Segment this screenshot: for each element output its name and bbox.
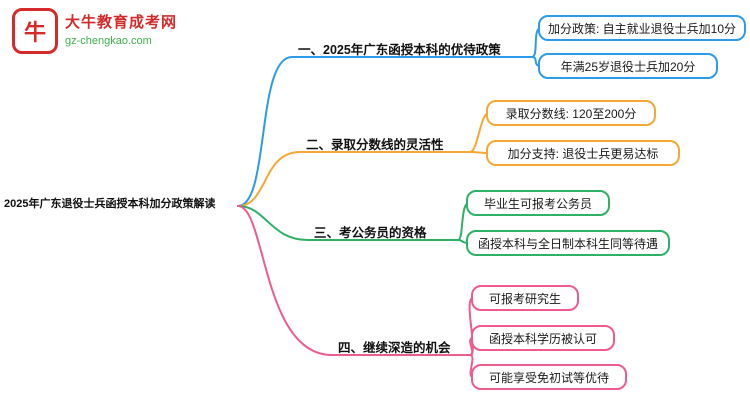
leaf-node-1a: 加分政策: 自主就业退役士兵加10分 [538, 15, 747, 41]
brand-name: 大牛教育成考网 [65, 14, 178, 31]
leaf-node-1b: 年满25岁退役士兵加20分 [538, 53, 718, 79]
leaf-node-3a: 毕业生可报考公务员 [466, 190, 610, 216]
brand-domain: gz-chengkao.com [65, 35, 152, 47]
leaf-node-4c: 可能享受免初试等优待 [471, 364, 627, 390]
branch2-connectors [237, 112, 490, 207]
branch-node-1: 一、2025年广东函授本科的优待政策 [298, 43, 501, 57]
site-logo: 牛 大牛教育成考网 gz-chengkao.com [12, 8, 177, 54]
branch-node-2: 二、录取分数线的灵活性 [306, 138, 444, 152]
leaf-node-2b: 加分支持: 退役士兵更易达标 [486, 140, 680, 166]
bull-logo-icon: 牛 [12, 8, 58, 54]
logo-text-block: 大牛教育成考网 gz-chengkao.com [65, 8, 177, 47]
root-node: 2025年广东退役士兵函授本科加分政策解读 [4, 198, 216, 210]
bull-glyph: 牛 [23, 20, 46, 45]
leaf-node-4a: 可报考研究生 [471, 285, 579, 311]
leaf-node-3b: 函授本科与全日制本科生同等待遇 [466, 230, 670, 256]
branch-node-3: 三、考公务员的资格 [314, 226, 427, 240]
leaf-node-2a: 录取分数线: 120至200分 [486, 100, 656, 126]
branch-node-4: 四、继续深造的机会 [338, 341, 451, 355]
leaf-node-4b: 函授本科学历被认可 [471, 325, 615, 351]
